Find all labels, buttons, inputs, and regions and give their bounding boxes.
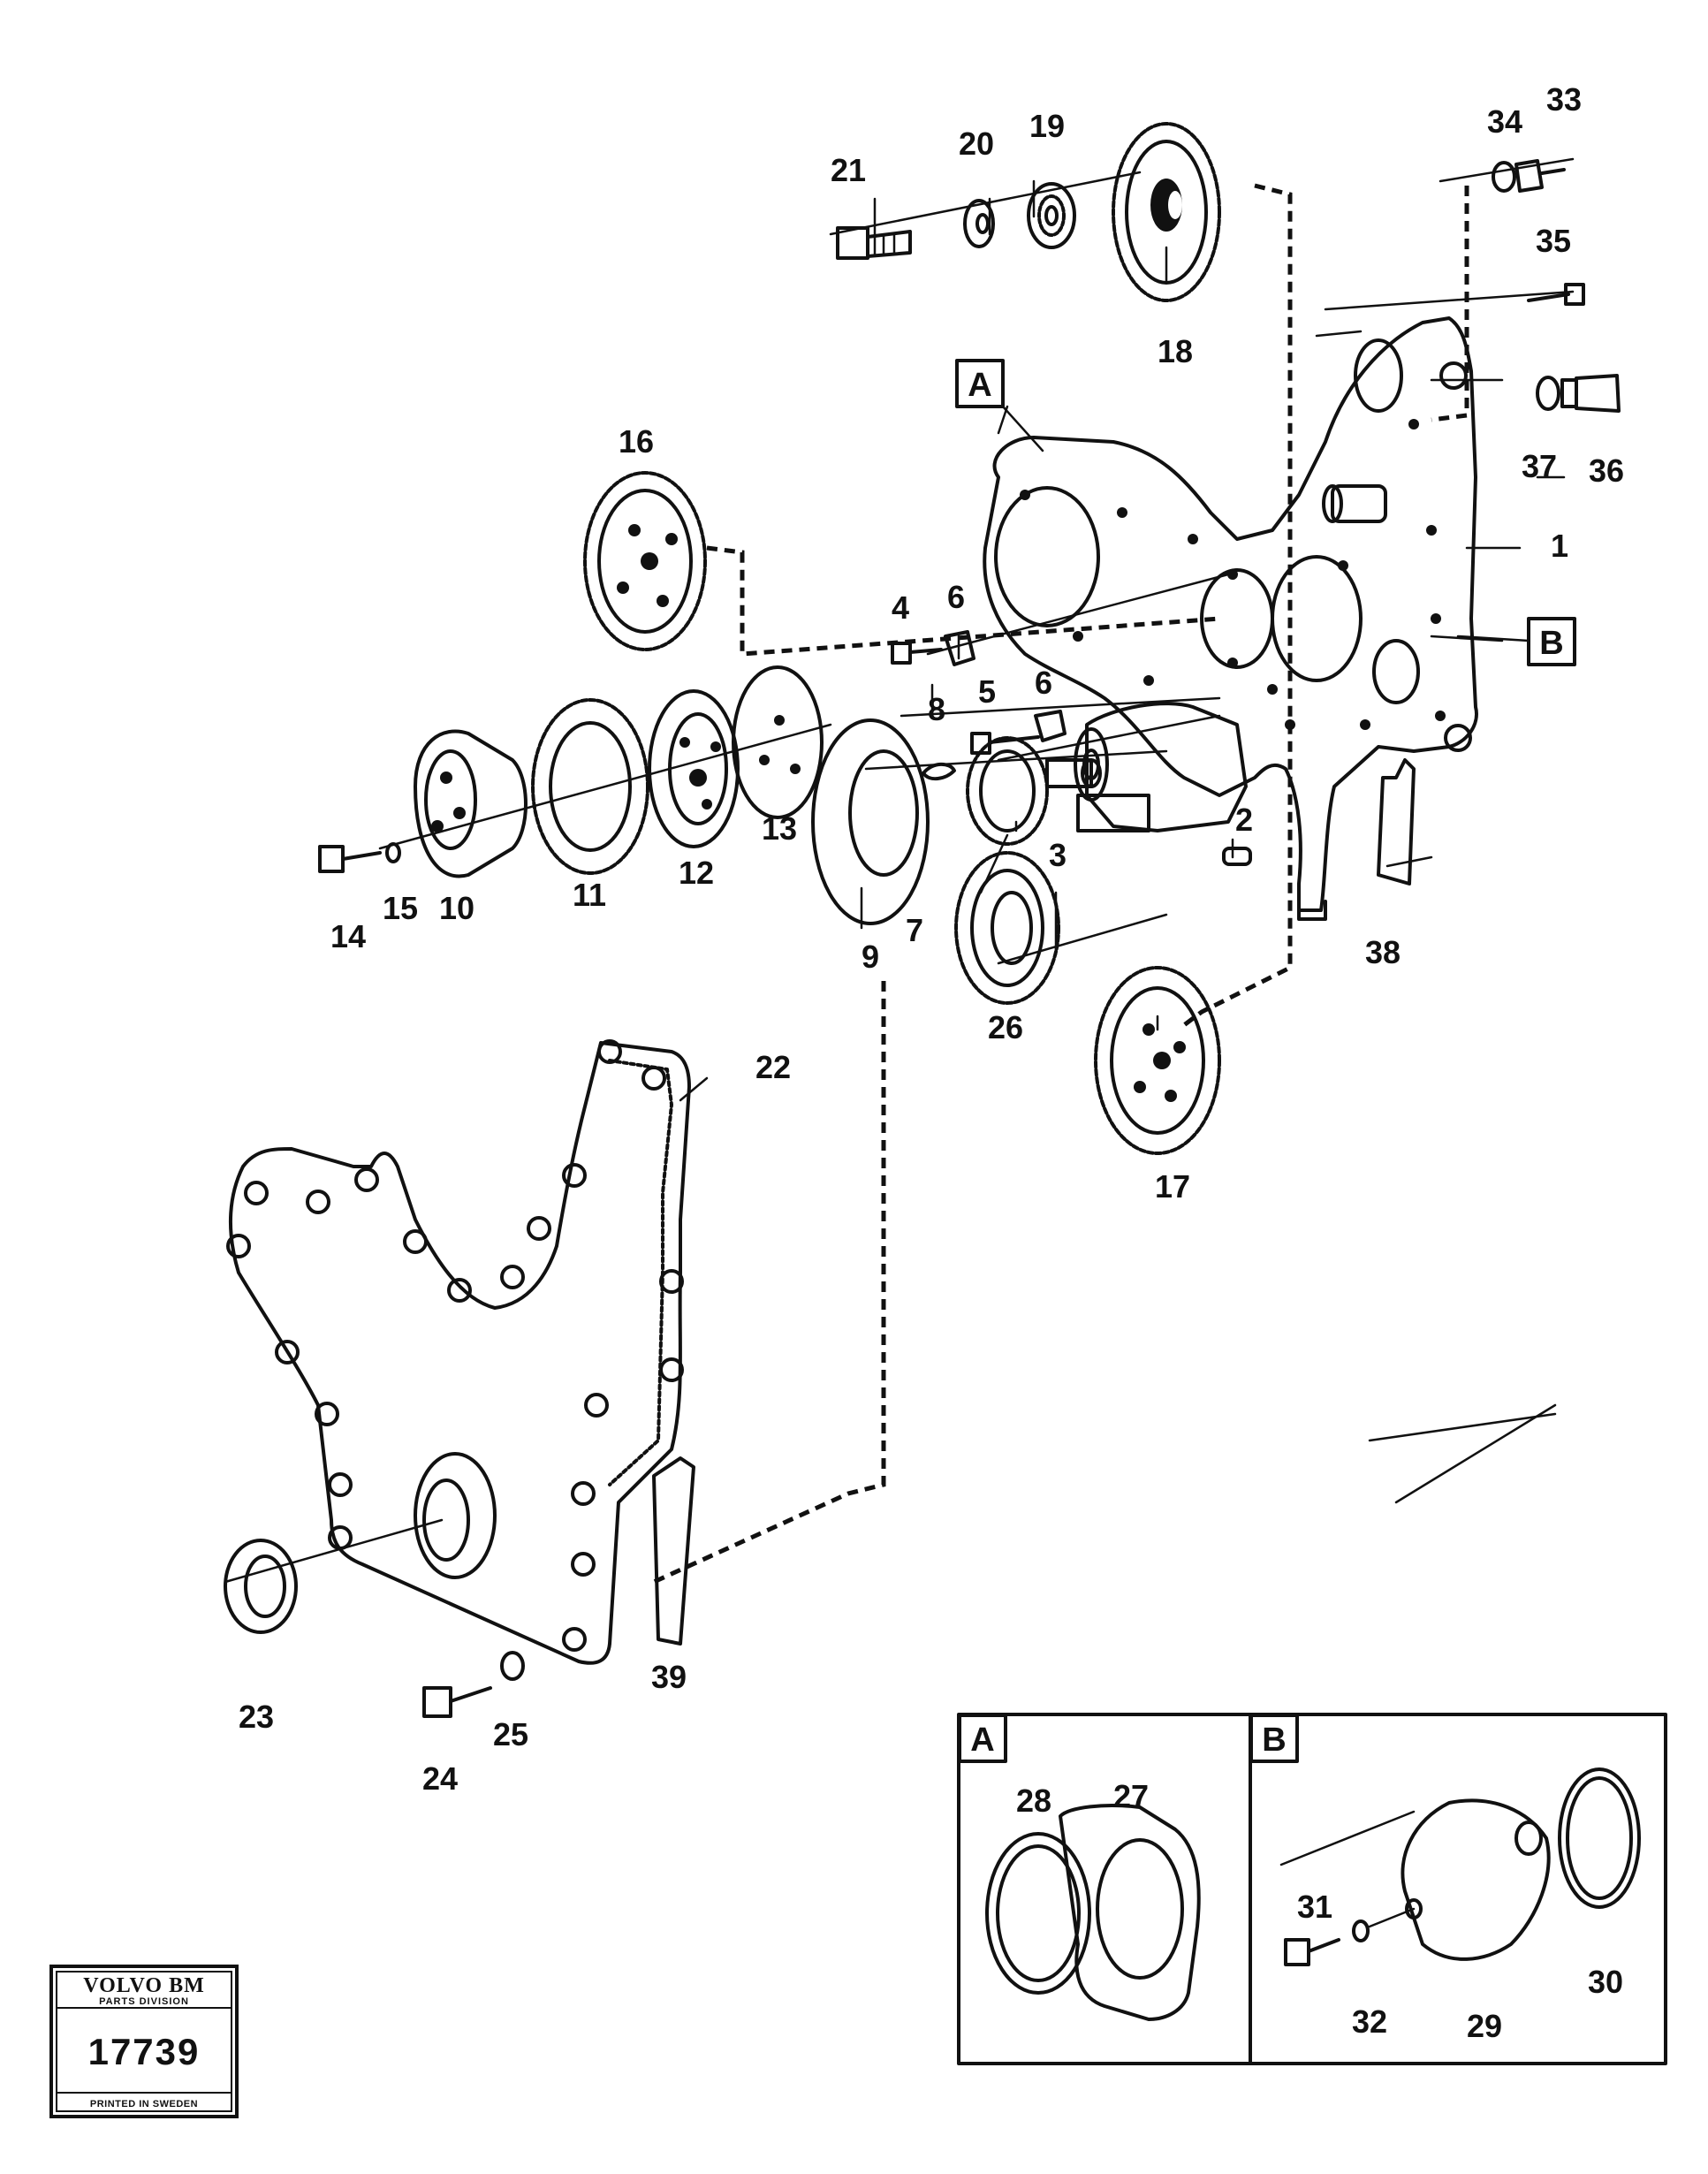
bolt-14 — [318, 845, 382, 873]
seal-23 — [224, 1539, 298, 1634]
inset-panel: A B — [957, 1713, 1667, 2065]
gear-26 — [954, 851, 1060, 1005]
callout-box-a: A — [955, 359, 1005, 408]
label-22: 22 — [755, 1049, 791, 1085]
bolt-4 — [891, 642, 943, 665]
bolt-21 — [836, 226, 912, 260]
svg-text:B: B — [1262, 1722, 1286, 1759]
inset-a: A — [958, 1714, 1201, 2021]
label-16: 16 — [619, 423, 654, 460]
shaft-3 — [1045, 758, 1102, 788]
svg-text:PARTS DIVISION: PARTS DIVISION — [99, 1996, 189, 2007]
svg-text:A: A — [968, 367, 991, 404]
label-26: 26 — [988, 1009, 1023, 1045]
label-19: 19 — [1029, 108, 1065, 144]
label-3: 3 — [1049, 837, 1067, 873]
dashed-assembly-lines — [652, 183, 1469, 1585]
label-32: 32 — [1352, 2003, 1387, 2040]
label-10: 10 — [439, 890, 474, 926]
timing-case-plate-1 — [983, 316, 1478, 921]
label-15: 15 — [383, 890, 418, 926]
bolt-33 — [1514, 159, 1566, 193]
washer-37 — [1536, 376, 1560, 411]
callout-box-b: B — [1527, 617, 1576, 666]
pin-2 — [1222, 847, 1252, 866]
washer-25 — [500, 1651, 525, 1681]
label-36: 36 — [1589, 452, 1624, 489]
label-6a: 6 — [947, 579, 965, 615]
label-20: 20 — [959, 125, 994, 162]
hub-10 — [414, 729, 528, 878]
label-14: 14 — [330, 918, 366, 954]
label-39: 39 — [651, 1659, 687, 1695]
label-8: 8 — [928, 691, 945, 727]
label-35: 35 — [1536, 223, 1571, 259]
inset-b: B — [1249, 1714, 1641, 1966]
gear-7 — [966, 736, 1049, 846]
washer-34 — [1492, 161, 1516, 193]
label-23: 23 — [239, 1699, 274, 1735]
label-5: 5 — [978, 673, 996, 710]
label-21: 21 — [831, 152, 866, 188]
part-number-labels: 1 2 3 4 5 6 6 7 8 9 10 11 12 13 14 15 16… — [239, 81, 1624, 2044]
label-7: 7 — [906, 912, 923, 948]
washer-20 — [963, 199, 995, 248]
label-24: 24 — [422, 1760, 458, 1797]
svg-text:B: B — [1539, 625, 1563, 662]
label-28: 28 — [1016, 1783, 1051, 1819]
key-8 — [922, 762, 956, 781]
label-11: 11 — [573, 877, 606, 913]
plug-36 — [1560, 374, 1621, 413]
label-17: 17 — [1155, 1168, 1190, 1205]
label-9: 9 — [862, 939, 879, 975]
washer-9 — [811, 718, 930, 925]
gear-18 — [1112, 122, 1221, 302]
svg-text:17739: 17739 — [88, 2031, 201, 2072]
svg-text:A: A — [970, 1722, 994, 1759]
volvo-bm-stamp: VOLVO BM PARTS DIVISION 17739 PRINTED IN… — [49, 1965, 239, 2118]
label-1: 1 — [1551, 528, 1568, 564]
label-34: 34 — [1487, 103, 1522, 140]
bearing-19 — [1027, 182, 1076, 249]
label-29: 29 — [1467, 2008, 1502, 2044]
bolt-24 — [422, 1686, 492, 1718]
gear-16 — [583, 471, 707, 651]
label-38: 38 — [1365, 934, 1401, 970]
gear-17 — [1094, 966, 1221, 1155]
svg-text:VOLVO BM: VOLVO BM — [83, 1974, 205, 1997]
label-6b: 6 — [1035, 665, 1052, 701]
gear-11 — [531, 698, 649, 875]
lock-6a — [944, 630, 975, 666]
bolt-35 — [1527, 283, 1585, 306]
lock-6b — [1034, 710, 1067, 742]
hub-12 — [648, 689, 740, 848]
label-4: 4 — [892, 589, 909, 626]
label-2: 2 — [1235, 802, 1253, 838]
label-18: 18 — [1158, 333, 1193, 369]
front-cover-22 — [226, 1039, 695, 1665]
label-31: 31 — [1297, 1889, 1332, 1925]
label-12: 12 — [679, 855, 714, 891]
label-30: 30 — [1588, 1964, 1623, 2000]
label-13: 13 — [762, 810, 797, 847]
label-27: 27 — [1113, 1778, 1149, 1814]
svg-text:PRINTED IN SWEDEN: PRINTED IN SWEDEN — [90, 2099, 198, 2109]
label-25: 25 — [493, 1716, 528, 1752]
washer-15 — [385, 842, 401, 863]
plate-13 — [732, 665, 824, 819]
label-37: 37 — [1522, 448, 1557, 484]
label-33: 33 — [1546, 81, 1582, 118]
leader-lines — [224, 157, 1575, 1866]
